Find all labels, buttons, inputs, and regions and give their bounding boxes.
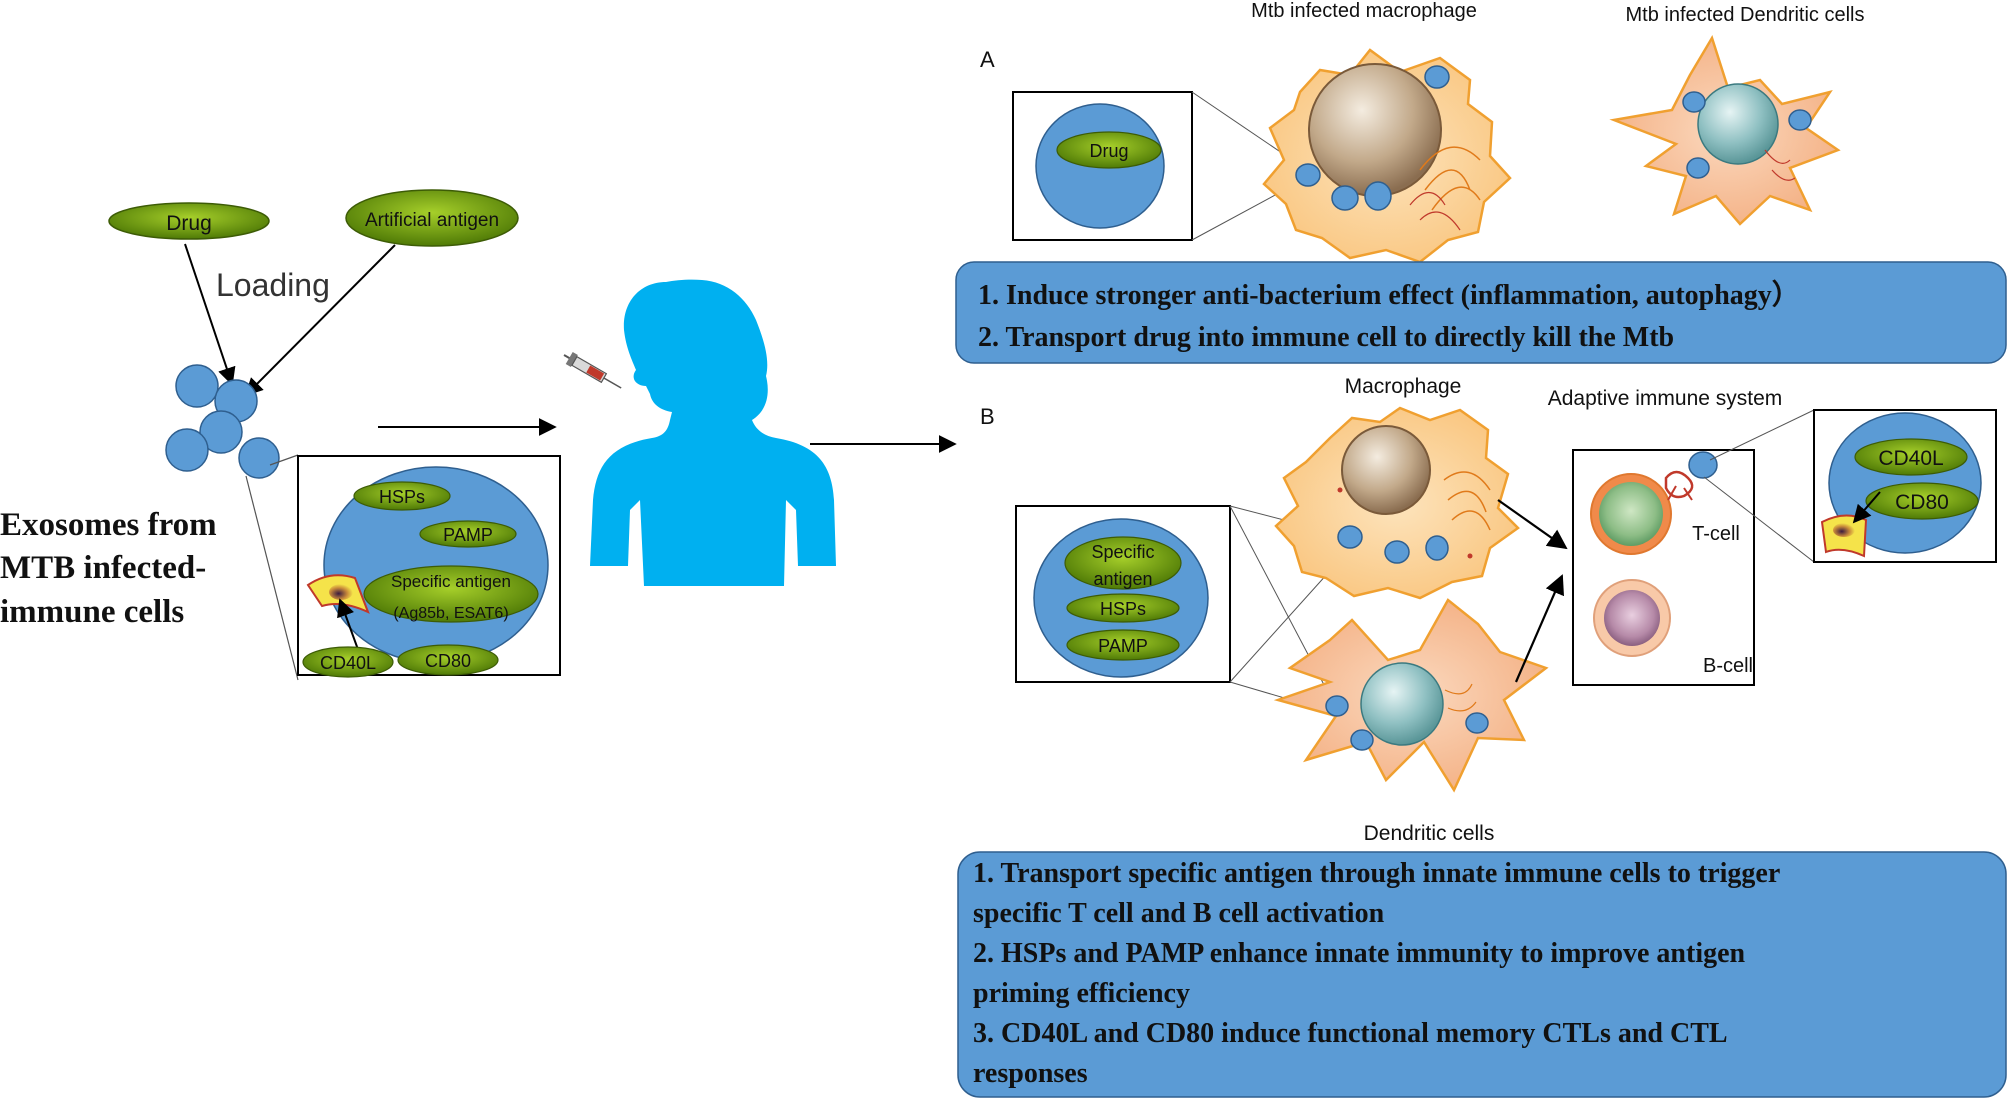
panel-b-specific-line-1: Specific <box>1091 542 1154 562</box>
human-silhouette <box>590 279 836 586</box>
mhc-receptor-core <box>329 584 353 600</box>
t-cell-label: T-cell <box>1692 523 1740 545</box>
panel-a-macrophage-cell <box>1262 48 1512 264</box>
macrophage-to-adaptive-arrow <box>1497 499 1568 550</box>
panel-b-letter: B <box>980 404 995 429</box>
specific-antigen-pill <box>363 565 539 623</box>
hsps-label: HSPs <box>379 487 425 507</box>
zoom-line-top <box>269 454 299 466</box>
panel-a-info-line-1: 1. Induce stronger anti-bacterium effect… <box>978 278 1800 311</box>
left-section: Drug Artificial antigen Loading Exosomes… <box>0 189 561 681</box>
panel-a-macrophage-title: Mtb infected macrophage <box>1251 0 1477 22</box>
panel-a-letter: A <box>980 47 995 72</box>
panel-a-dendritic-cell <box>1609 34 1841 226</box>
panel-b: B Macrophage Adaptive immune system Spec… <box>957 375 2007 1098</box>
zoom-line-bottom <box>245 475 299 681</box>
panel-b-info-box <box>957 851 2007 1098</box>
dendritic-to-adaptive-arrow <box>1514 574 1564 683</box>
specific-antigen-label-2: (Ag85b, ESAT6) <box>393 605 508 622</box>
exosome-title-line-1: Exosomes from <box>0 507 217 543</box>
drug-ellipse <box>108 202 270 240</box>
adaptive-zoom-line-2 <box>1703 476 1815 563</box>
panel-a-drug-pill <box>1056 131 1162 169</box>
drug-label: Drug <box>166 212 212 235</box>
specific-antigen-label-1: Specific antigen <box>391 572 511 591</box>
panel-b-pamp-pill <box>1066 629 1180 661</box>
panel-b-hsps-pill <box>1066 593 1180 623</box>
panel-a-dendritic-title: Mtb infected Dendritic cells <box>1626 4 1865 26</box>
panel-b-info-line-1: 1. Transport specific antigen through in… <box>973 858 1780 889</box>
panel-b-macrophage-title: Macrophage <box>1345 375 1462 398</box>
panel-b-adaptive-title: Adaptive immune system <box>1548 387 1783 410</box>
panel-b-specific-line-2: antigen <box>1093 569 1152 589</box>
antigen-loading-arrow <box>244 244 396 397</box>
exosome-cluster <box>165 364 280 479</box>
hsps-pill <box>353 481 451 511</box>
panel-b-dendritic-title: Dendritic cells <box>1364 822 1495 845</box>
exosome-inset: HSPs PAMP Specific antigen (Ag85b, ESAT6… <box>297 455 561 678</box>
receptor-arrow <box>337 598 361 656</box>
panel-b-cd40l-label: CD40L <box>1878 447 1943 470</box>
cd40l-pill <box>302 646 394 678</box>
panel-a-info-box <box>955 261 2007 364</box>
panel-b-mhc-receptor-core <box>1833 523 1855 537</box>
panel-b-receptor-arrow <box>1852 491 1881 524</box>
panel-b-info-line-2: specific T cell and B cell activation <box>973 898 1385 929</box>
panel-b-pamp-label: PAMP <box>1098 636 1148 656</box>
exosome-title-line-3: immune cells <box>0 594 184 630</box>
adaptive-zoom-line-1 <box>1709 409 1815 461</box>
cd80-label: CD80 <box>425 651 471 671</box>
panel-b-info-line-5: 3. CD40L and CD80 induce functional memo… <box>973 1018 1728 1049</box>
exosome-title-line-2: MTB infected- <box>0 550 206 586</box>
tcr-receptor-icon <box>1664 470 1694 501</box>
drug-loading-arrow <box>184 243 236 386</box>
panel-a-info-line-2: 2. Transport drug into immune cell to di… <box>978 322 1674 353</box>
panel-b-info-line-3: 2. HSPs and PAMP enhance innate immunity… <box>973 938 1746 969</box>
cd80-pill <box>397 644 499 676</box>
panel-b-info-line-4: priming efficiency <box>973 978 1190 1009</box>
adaptive-exosome <box>1688 451 1718 479</box>
cd40l-label: CD40L <box>320 653 376 673</box>
pamp-pill <box>419 520 517 548</box>
panel-b-hsps-label: HSPs <box>1100 599 1146 619</box>
artificial-antigen-ellipse <box>345 189 519 247</box>
adaptive-immune-box <box>1572 449 1755 686</box>
loading-label: Loading <box>216 267 330 303</box>
pamp-label: PAMP <box>443 525 493 545</box>
panel-b-dendritic-cell <box>1273 598 1549 793</box>
panel-b-specific-pill <box>1064 536 1182 590</box>
panel-a-drug-label: Drug <box>1089 141 1128 161</box>
artificial-antigen-label: Artificial antigen <box>365 210 499 231</box>
panel-b-cd40l-pill <box>1854 438 1968 476</box>
b-cell-label: B-cell <box>1703 655 1753 677</box>
panel-b-cd80-label: CD80 <box>1895 491 1949 514</box>
panel-a: A Mtb infected macrophage Mtb infected D… <box>955 0 2007 364</box>
panel-b-cd80-pill <box>1865 482 1979 520</box>
human-figure <box>563 279 836 586</box>
panel-b-macrophage-cell <box>1274 406 1520 600</box>
syringe-icon <box>563 351 622 389</box>
panel-b-info-line-6: responses <box>973 1058 1088 1089</box>
